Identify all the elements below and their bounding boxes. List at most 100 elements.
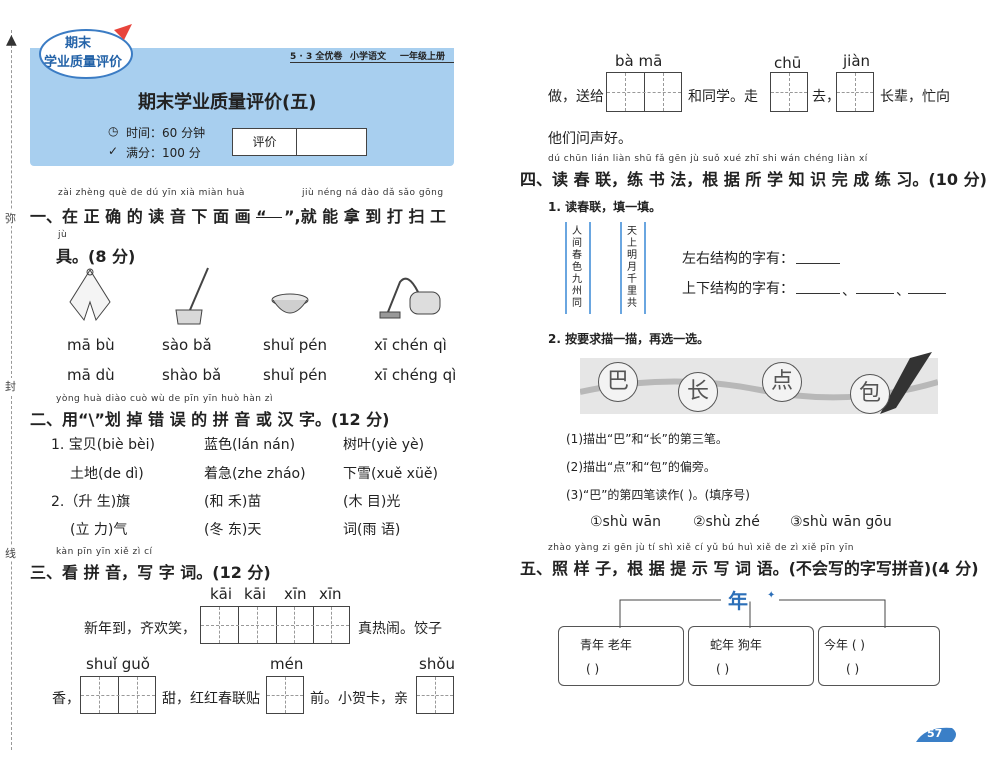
q3-line1-b: 真热闹。饺子 — [358, 621, 442, 637]
q2-item[interactable]: 1. 宝贝(biè bèi) — [51, 437, 155, 453]
page-number-badge — [916, 727, 956, 742]
couplet-char: 天 — [627, 226, 637, 237]
grid-pinyin: mén — [270, 655, 304, 673]
grid-pinyin: kāi — [244, 585, 267, 603]
couplet-char: 间 — [572, 238, 582, 249]
grid-pinyin: xīn — [284, 585, 307, 603]
q2-item[interactable]: (木 目)光 — [343, 494, 401, 510]
q2-item[interactable]: 下雪(xuě xüě) — [343, 466, 438, 482]
seal-char: 封 — [5, 378, 16, 394]
answer-blank[interactable] — [908, 293, 946, 294]
couplet-left — [565, 222, 591, 314]
q4-sub1: 1. 读春联，填一填。 — [548, 200, 662, 214]
q4-ask1: (1)描出“巴”和“长”的第三笔。 — [566, 432, 728, 446]
basin-icon — [271, 293, 309, 314]
grid-pinyin: xīn — [319, 585, 342, 603]
q5-pinyin: zhào yàng zi gēn jù tí shì xiě cí yǔ bú … — [548, 543, 854, 553]
choice-option[interactable]: ③shù wān gōu — [790, 514, 892, 530]
char-grid[interactable] — [606, 72, 682, 112]
couplet-char: 九 — [572, 274, 582, 285]
score-label: 满分：100 分 — [126, 146, 201, 160]
char-grid[interactable] — [200, 606, 350, 644]
q3-line2-c: 前。小贺卡，亲 — [310, 691, 408, 707]
couplet-char: 色 — [572, 262, 582, 273]
time-label: 时间：60 分钟 — [126, 126, 206, 140]
word-tree — [619, 598, 886, 628]
couplet-char: 里 — [627, 286, 637, 297]
option[interactable]: xī chén qì — [374, 336, 447, 354]
broom-icon — [175, 267, 209, 325]
option[interactable]: shào bǎ — [162, 366, 222, 384]
q2-item[interactable]: (立 力)气 — [70, 522, 128, 538]
mop-cloth-icon — [69, 268, 111, 322]
blank-line — [256, 217, 282, 218]
eval-box: 评价 — [232, 128, 367, 156]
word-box — [558, 626, 684, 686]
option[interactable]: mā bù — [67, 336, 115, 354]
q3-line3-b: 和同学。走 — [688, 89, 758, 105]
answer-blank[interactable] — [796, 293, 840, 294]
option[interactable]: mā dù — [67, 366, 115, 384]
check-icon: ✓ — [108, 144, 119, 158]
fill-label-lr: 左右结构的字有： — [682, 251, 794, 267]
word-box-answer[interactable]: ( ) — [716, 662, 730, 676]
q3-line3-c: 去， — [812, 89, 840, 105]
couplet-char: 同 — [572, 298, 582, 309]
word-box-answer[interactable]: ( ) — [586, 662, 600, 676]
choice-option[interactable]: ①shù wān — [590, 514, 661, 530]
q3-line4: 他们问声好。 — [548, 131, 632, 147]
separator: 、 — [896, 283, 910, 299]
brush-char[interactable]: 点 — [762, 362, 802, 402]
char-grid[interactable] — [836, 72, 874, 112]
answer-blank[interactable] — [856, 293, 894, 294]
word-box-top: 今年 ( ) — [824, 638, 865, 652]
q2-item[interactable]: (和 禾)苗 — [204, 494, 262, 510]
couplet-char: 月 — [627, 262, 637, 273]
choice-option[interactable]: ②shù zhé — [693, 514, 760, 530]
brush-char[interactable]: 巴 — [598, 362, 638, 402]
option[interactable]: xī chéng qì — [374, 366, 457, 384]
grade-label: 一年级上册 — [400, 52, 446, 62]
fill-label-tb: 上下结构的字有： — [682, 281, 794, 297]
option[interactable]: shuǐ pén — [263, 336, 328, 354]
word-box — [688, 626, 814, 686]
rocket-icon: ▲ — [6, 32, 17, 48]
star-icon: ✦ — [767, 590, 776, 601]
q3-line3-d: 长辈，忙向 — [880, 89, 950, 105]
answer-blank[interactable] — [796, 263, 840, 264]
q2-item[interactable]: 词(雨 语) — [343, 522, 401, 538]
char-grid[interactable] — [416, 676, 454, 714]
q2-item[interactable]: 2.（升 生)旗 — [51, 494, 131, 510]
q2-item[interactable]: 土地(de dì) — [70, 466, 144, 482]
option[interactable]: shuǐ pén — [263, 366, 328, 384]
page-number: 57 — [927, 727, 943, 740]
brush-char[interactable]: 包 — [850, 374, 890, 414]
q4-text: 四、读 春 联，练 书 法，根 据 所 学 知 识 完 成 练 习。(10 分) — [520, 170, 987, 189]
q2-pinyin: yòng huà diào cuò wù de pīn yīn huò hàn … — [56, 394, 274, 404]
brush-char[interactable]: 长 — [678, 372, 718, 412]
option[interactable]: sào bǎ — [162, 336, 212, 354]
series-label: 5 · 3 全优卷 — [290, 52, 343, 62]
seal-line: ▲ 弥 封 线 — [0, 0, 22, 763]
char-grid[interactable] — [80, 676, 156, 714]
q2-item[interactable]: 蓝色(lán nán) — [204, 437, 296, 453]
word-box-answer[interactable]: ( ) — [846, 662, 860, 676]
grid-pinyin: shuǐ guǒ — [86, 655, 150, 673]
grid-pinyin: chū — [774, 54, 802, 72]
q1-text-c: 具。(8 分) — [56, 247, 136, 266]
q2-item[interactable]: 着急(zhe zháo) — [204, 466, 306, 482]
q2-item[interactable]: (冬 东)天 — [204, 522, 262, 538]
q1-text-b: ”,就 能 拿 到 打 扫 工 — [284, 207, 447, 226]
q2-text: 二、用“\”划 掉 错 误 的 拼 音 或 汉 字。(12 分) — [30, 410, 390, 429]
couplet-char: 人 — [572, 226, 582, 237]
badge-icon — [39, 24, 133, 79]
couplet-char: 千 — [627, 274, 637, 285]
q2-item[interactable]: 树叶(yiè yè) — [343, 437, 425, 453]
char-grid[interactable] — [266, 676, 304, 714]
q4-ask3: (3)“巴”的第四笔读作( )。(填序号) — [566, 488, 750, 502]
grid-pinyin: bà mā — [615, 52, 663, 70]
vacuum-icon — [379, 277, 441, 319]
char-grid[interactable] — [770, 72, 808, 112]
grid-pinyin: kāi — [210, 585, 233, 603]
couplet-char: 明 — [627, 250, 637, 261]
